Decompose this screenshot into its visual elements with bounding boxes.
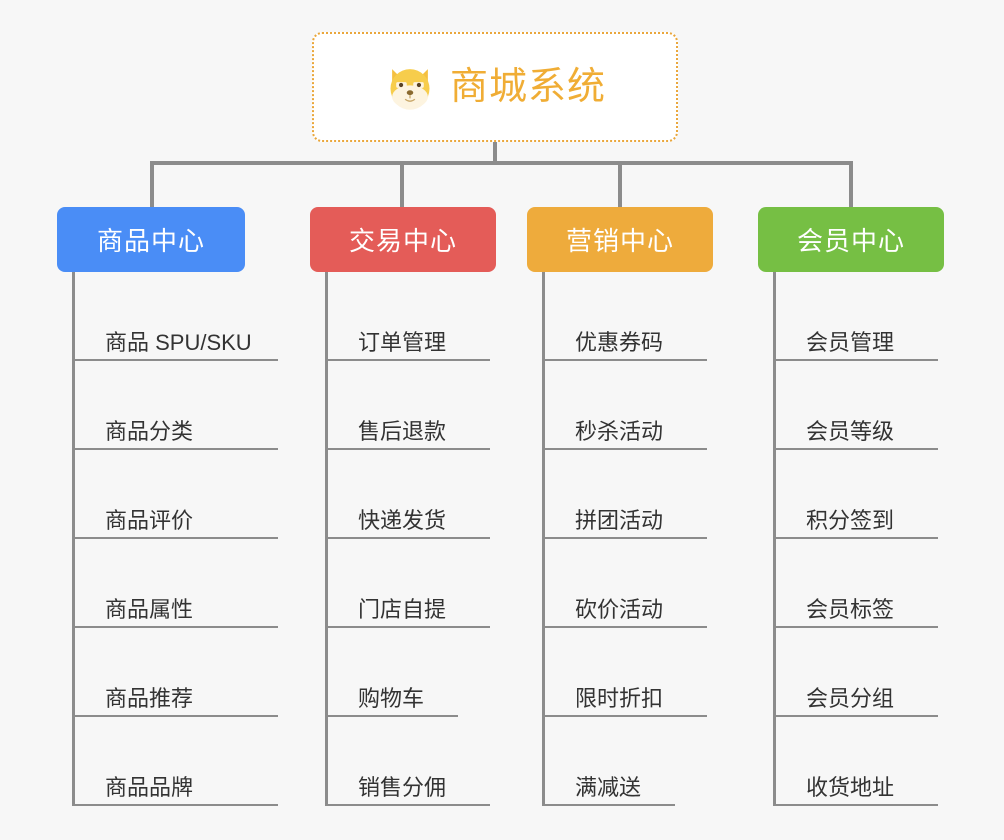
list-item[interactable]: 限时折扣: [542, 628, 727, 717]
root-node[interactable]: 商城系统: [312, 32, 678, 142]
leaf-label: 商品分类: [105, 418, 194, 444]
branch-header-label: 营销中心: [565, 226, 674, 256]
leaf-label: 积分签到: [806, 507, 895, 533]
list-item[interactable]: 会员分组: [773, 628, 958, 717]
list-item[interactable]: 快递发货: [325, 450, 510, 539]
list-item[interactable]: 优惠券码: [542, 272, 727, 361]
leaf-label: 订单管理: [358, 329, 447, 355]
branch-header-label: 交易中心: [348, 226, 457, 256]
branch-header-marketing[interactable]: 营销中心: [527, 207, 713, 272]
branch-header-product[interactable]: 商品中心: [57, 207, 245, 272]
leaf-label: 优惠券码: [575, 329, 664, 355]
leaf-label: 会员管理: [806, 329, 895, 355]
leaf-list: 优惠券码 秒杀活动 拼团活动 砍价活动 限时折扣 满减送: [542, 272, 727, 806]
root-title: 商城系统: [449, 66, 606, 108]
branch-spine: [325, 272, 328, 806]
leaf-list: 商品 SPU/SKU 商品分类 商品评价 商品属性 商品推荐 商品品牌: [72, 272, 287, 806]
leaf-label: 商品评价: [105, 507, 194, 533]
leaf-label: 商品属性: [105, 596, 194, 622]
leaf-label: 收货地址: [806, 774, 895, 800]
connector-drop-1: [150, 161, 154, 207]
leaf-label: 砍价活动: [575, 596, 664, 622]
branch-column-trade: 交易中心 订单管理 售后退款 快递发货 门店自提 购物车 销售分佣: [310, 207, 510, 806]
branch-column-product: 商品中心 商品 SPU/SKU 商品分类 商品评价 商品属性 商品推荐 商品品牌: [57, 207, 287, 806]
list-item[interactable]: 门店自提: [325, 539, 510, 628]
leaf-label: 会员分组: [806, 685, 895, 711]
list-item[interactable]: 拼团活动: [542, 450, 727, 539]
list-item[interactable]: 购物车: [325, 628, 510, 717]
connector-drop-3: [618, 161, 622, 207]
connector-drop-4: [849, 161, 853, 207]
leaf-label: 售后退款: [358, 418, 447, 444]
list-item[interactable]: 商品属性: [72, 539, 287, 628]
list-item[interactable]: 商品分类: [72, 361, 287, 450]
list-item[interactable]: 销售分佣: [325, 717, 510, 806]
branch-column-marketing: 营销中心 优惠券码 秒杀活动 拼团活动 砍价活动 限时折扣 满减送: [527, 207, 727, 806]
list-item[interactable]: 商品 SPU/SKU: [72, 272, 287, 361]
list-item[interactable]: 满减送: [542, 717, 727, 806]
list-item[interactable]: 会员标签: [773, 539, 958, 628]
leaf-label: 会员标签: [806, 596, 895, 622]
list-item[interactable]: 售后退款: [325, 361, 510, 450]
branch-header-label: 会员中心: [796, 226, 905, 256]
list-item[interactable]: 商品品牌: [72, 717, 287, 806]
branch-header-member[interactable]: 会员中心: [758, 207, 944, 272]
shiba-dog-face-icon: [390, 69, 430, 110]
list-item[interactable]: 收货地址: [773, 717, 958, 806]
leaf-label: 商品品牌: [105, 774, 194, 800]
leaf-label: 快递发货: [358, 507, 447, 533]
branch-spine: [542, 272, 545, 806]
leaf-label: 满减送: [575, 774, 642, 800]
list-item[interactable]: 积分签到: [773, 450, 958, 539]
branch-spine: [773, 272, 776, 806]
leaf-label: 商品 SPU/SKU: [105, 329, 252, 355]
leaf-label: 门店自提: [358, 596, 447, 622]
leaf-label: 拼团活动: [575, 507, 664, 533]
leaf-label: 限时折扣: [575, 685, 664, 711]
leaf-list: 订单管理 售后退款 快递发货 门店自提 购物车 销售分佣: [325, 272, 510, 806]
leaf-list: 会员管理 会员等级 积分签到 会员标签 会员分组 收货地址: [773, 272, 958, 806]
list-item[interactable]: 商品推荐: [72, 628, 287, 717]
list-item[interactable]: 会员管理: [773, 272, 958, 361]
leaf-label: 会员等级: [806, 418, 895, 444]
list-item[interactable]: 砍价活动: [542, 539, 727, 628]
branch-header-trade[interactable]: 交易中心: [310, 207, 496, 272]
list-item[interactable]: 会员等级: [773, 361, 958, 450]
list-item[interactable]: 秒杀活动: [542, 361, 727, 450]
connector-root-stem: [493, 142, 497, 164]
connector-horizontal-bus: [150, 161, 853, 165]
branch-header-label: 商品中心: [96, 226, 205, 256]
connector-drop-2: [400, 161, 404, 207]
list-item[interactable]: 商品评价: [72, 450, 287, 539]
leaf-label: 商品推荐: [105, 685, 194, 711]
leaf-label: 销售分佣: [358, 774, 447, 800]
branch-column-member: 会员中心 会员管理 会员等级 积分签到 会员标签 会员分组 收货地址: [758, 207, 958, 806]
leaf-label: 秒杀活动: [575, 418, 664, 444]
branch-spine: [72, 272, 75, 806]
list-item[interactable]: 订单管理: [325, 272, 510, 361]
leaf-label: 购物车: [358, 685, 425, 711]
